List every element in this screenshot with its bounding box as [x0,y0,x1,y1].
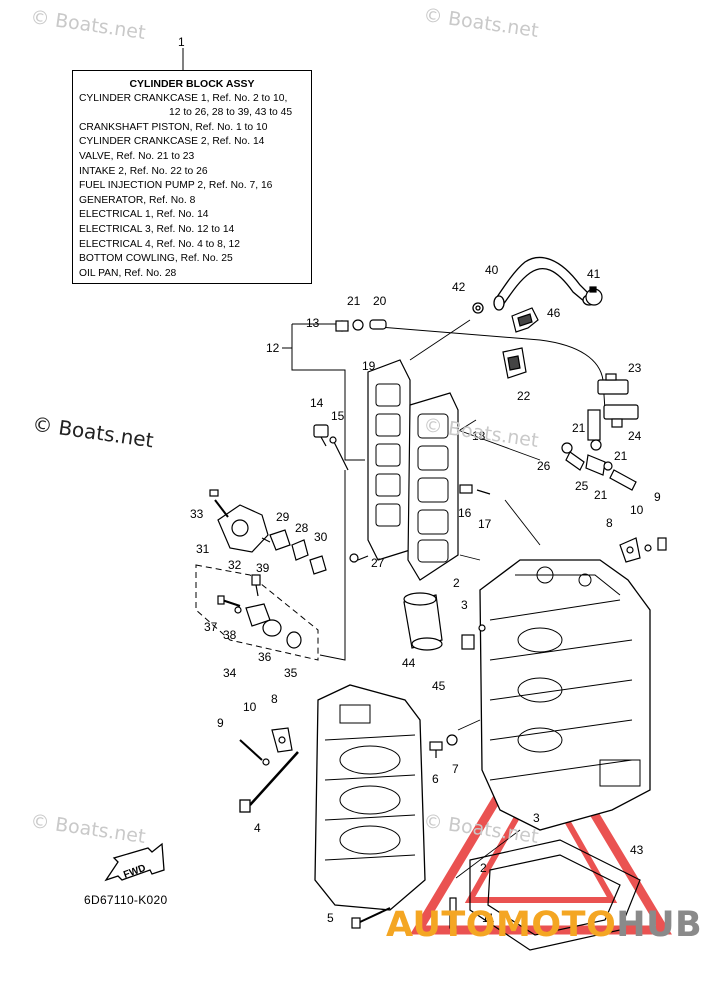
clamp-41 [585,286,603,306]
callout: 33 [190,507,204,521]
assembly-reference-box: CYLINDER BLOCK ASSY CYLINDER CRANKCASE 1… [72,70,312,284]
logo-text-hub: HUB [616,905,703,945]
callout: 21 [614,449,628,463]
callout: 19 [362,359,376,373]
legend-line: ELECTRICAL 4, Ref. No. 4 to 8, 12 [79,238,241,250]
callout: 10 [630,503,644,517]
legend-line: ELECTRICAL 1, Ref. No. 14 [79,209,209,221]
callout: 39 [256,561,270,575]
callout: 4 [254,821,261,835]
callout: 14 [310,396,324,410]
callout: 13 [306,316,320,330]
callout: 32 [228,558,242,572]
callout: 43 [630,843,644,857]
callout: 26 [537,459,551,473]
callout: 8 [606,516,613,530]
callout: 2 [480,861,487,875]
automotohub-triangle-icon [410,716,672,935]
callout: 44 [402,656,416,670]
legend-line: OIL PAN, Ref. No. 28 [79,267,177,279]
callout: 21 [572,421,586,435]
callout: 34 [223,666,237,680]
callout: 25 [575,479,589,493]
callout: 12 [266,341,280,355]
callout: 21 [594,488,608,502]
callout: 16 [458,506,472,520]
logo-text-automoto: AUTOMOTO [386,905,617,945]
callout: 8 [271,692,278,706]
callout: 11 [482,911,495,925]
callout: 46 [547,306,561,320]
callout: 38 [223,628,237,642]
callout: 35 [284,666,298,680]
legend-line: ELECTRICAL 3, Ref. No. 12 to 14 [79,223,235,235]
callout: 28 [295,521,309,535]
legend-line: CYLINDER CRANKCASE 2, Ref. No. 14 [79,136,265,148]
callout: 31 [196,542,210,556]
legend-title: CYLINDER BLOCK ASSY [129,78,255,90]
callout: 15 [331,409,345,423]
callout: 23 [628,361,642,375]
legend-line: FUEL INJECTION PUMP 2, Ref. No. 7, 16 [79,180,273,192]
callout: 7 [452,762,459,776]
automotohub-logo: AUTOMOTOHUB [386,905,702,945]
callout: 22 [517,389,531,403]
legend-line: VALVE, Ref. No. 21 to 23 [79,150,195,162]
drawing-code: 6D67110-K020 [84,893,168,907]
callout: 30 [314,530,328,544]
legend-line: CYLINDER CRANKCASE 1, Ref. No. 2 to 10, [79,92,288,104]
callout: 2 [453,576,460,590]
legend-line: BOTTOM COWLING, Ref. No. 25 [79,253,233,265]
legend-line: 12 to 26, 28 to 39, 43 to 45 [169,107,293,119]
callout: 40 [485,263,499,277]
callout: 9 [654,490,661,504]
callout: 9 [217,716,224,730]
callout: 10 [243,700,257,714]
callout: 37 [204,620,218,634]
callout: 21 [347,294,361,308]
legend-line: CRANKSHAFT PISTON, Ref. No. 1 to 10 [79,121,268,133]
callout-labels: 1 40 41 42 46 13 21 20 12 19 22 23 21 24… [178,35,661,925]
callout: 1 [178,35,185,49]
callout: 45 [432,679,446,693]
callout: 41 [587,267,601,281]
callout: 17 [478,517,492,531]
callout: 36 [258,650,272,664]
callout: 27 [371,556,385,570]
callout: 29 [276,510,290,524]
callout: 42 [452,280,466,294]
callout: 6 [432,772,439,786]
legend-line: INTAKE 2, Ref. No. 22 to 26 [79,165,208,177]
legend-line: GENERATOR, Ref. No. 8 [79,194,196,206]
callout: 3 [461,598,468,612]
callout: 18 [472,429,486,443]
callout: 5 [327,911,334,925]
callout: 20 [373,294,387,308]
callout: 24 [628,429,642,443]
fwd-arrow-icon [104,842,165,882]
callout: 3 [533,811,540,825]
